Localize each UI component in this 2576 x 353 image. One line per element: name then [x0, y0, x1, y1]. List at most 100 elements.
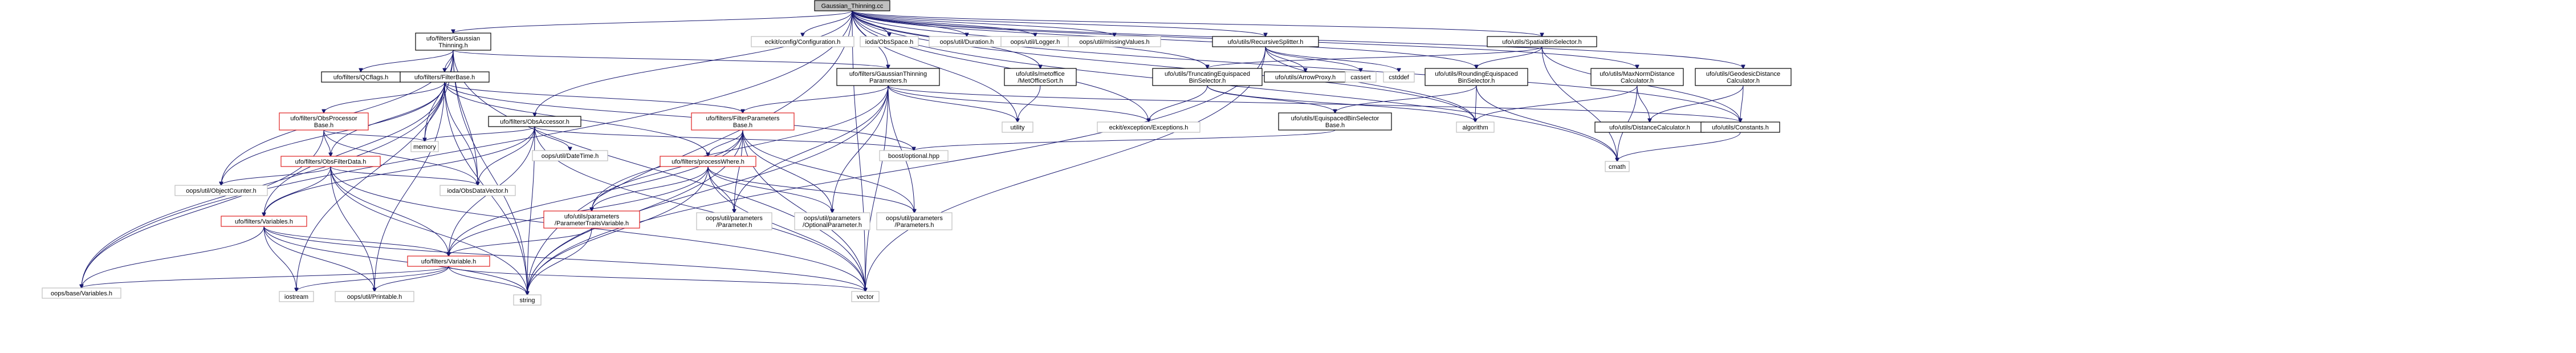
edge-geodesic-to-distcalc [1650, 85, 1744, 122]
node-box [1487, 36, 1597, 47]
edge-constants-to-cmath [1617, 132, 1741, 161]
node-constants[interactable]: ufo/utils/Constants.h [1700, 121, 1780, 133]
edge-rounding-to-cmath [1476, 85, 1617, 161]
node-distcalc[interactable]: ufo/utils/DistanceCalculator.h [1594, 121, 1705, 133]
edge-variable-to-string [448, 266, 527, 295]
node-basevars: oops/base/Variables.h [42, 287, 121, 299]
node-traitvar[interactable]: ufo/utils/parameters/ParameterTraitsVari… [543, 210, 640, 229]
node-label: oops/util/parameters [886, 215, 943, 222]
node-label: ufo/filters/Gaussian [426, 35, 480, 42]
edge-procbase-to-memory [323, 129, 425, 141]
node-rounding[interactable]: ufo/utils/RoundingEquispacedBinSelector.… [1425, 68, 1528, 86]
node-metoffice[interactable]: ufo/utils/metoffice/MetOfficeSort.h [1004, 68, 1077, 86]
node-label: oops/util/DateTime.h [542, 153, 599, 160]
node-box [1605, 161, 1630, 172]
edge-fbase-to-printable [375, 82, 445, 291]
edge-geodesic-to-constants [1740, 85, 1744, 122]
node-cmath: cmath [1605, 161, 1630, 172]
node-box [696, 212, 772, 230]
edge-gtparams-to-paramsh [888, 85, 914, 213]
node-label: /OptionalParameter.h [803, 222, 862, 229]
node-label: Base.h [314, 122, 333, 129]
node-box [1152, 68, 1263, 86]
node-label: string [520, 297, 535, 304]
edge-root-to-cmath [852, 10, 1617, 161]
edge-fbase-to-fparams [444, 82, 743, 113]
node-fbase[interactable]: ufo/filters/FilterBase.h [400, 71, 490, 83]
edge-trunc-to-eckitexc [1149, 85, 1208, 122]
node-eckit-conf: eckit/config/Configuration.h [751, 36, 854, 47]
node-label: algorithm [1462, 124, 1488, 131]
node-algorithm: algorithm [1456, 121, 1495, 133]
node-gth[interactable]: ufo/filters/GaussianThinning.h [415, 33, 491, 51]
node-vector: vector [851, 291, 880, 302]
edge-fparams-to-optparam [742, 129, 832, 213]
node-label: ufo/filters/ObsFilterData.h [295, 159, 367, 165]
edge-fbase-to-variables [264, 82, 445, 216]
edge-procbase-to-basevars [82, 129, 324, 288]
edge-filterdata-to-printable [330, 166, 375, 291]
node-procwhere[interactable]: ufo/filters/processWhere.h [660, 156, 756, 167]
node-arrowproxy[interactable]: ufo/utils/ArrowProxy.h [1264, 71, 1347, 83]
edge-procbase-to-filterdata [323, 129, 331, 156]
edge-trunc-to-algorithm [1207, 85, 1475, 122]
node-label: eckit/exception/Exceptions.h [1109, 124, 1189, 131]
edge-obsacc-to-iodavec [478, 126, 535, 185]
node-label: oops/util/Printable.h [347, 294, 402, 301]
node-box [1700, 121, 1780, 133]
edge-fbase-to-boostopt [444, 82, 914, 151]
edge-rec-to-string [527, 46, 1266, 295]
node-box [513, 294, 542, 306]
node-label: Gaussian_Thinning.cc [821, 3, 884, 10]
node-cassert: cassert [1345, 71, 1377, 83]
node-filterdata[interactable]: ufo/filters/ObsFilterData.h [280, 156, 381, 167]
edge-rec-to-arrowproxy [1265, 46, 1305, 72]
node-label: ufo/utils/MaxNormDistance [1600, 71, 1674, 78]
edge-gth-to-vector [453, 50, 865, 291]
node-box [836, 68, 940, 86]
node-memory: memory [410, 141, 439, 152]
node-box [1695, 68, 1792, 86]
node-obsacc[interactable]: ufo/filters/ObsAccessor.h [488, 116, 581, 127]
node-box [488, 116, 581, 127]
edge-gtparams-to-fparams [743, 85, 889, 113]
node-box [1278, 112, 1392, 131]
edge-procbase-to-iodavec [323, 129, 478, 185]
node-label: ufo/utils/parameters [564, 213, 620, 220]
node-box [794, 212, 870, 230]
edge-fparams-to-paramsh [742, 129, 914, 213]
edge-fparams-to-variable [449, 129, 743, 256]
edge-spatial-to-rounding [1476, 46, 1543, 68]
node-label: cmath [1609, 164, 1626, 171]
node-variables[interactable]: ufo/filters/Variables.h [221, 216, 307, 227]
node-box [439, 185, 516, 196]
node-label: iostream [284, 294, 308, 301]
node-qcflags[interactable]: ufo/filters/QCflags.h [321, 71, 401, 83]
node-label: oops/util/missingValues.h [1079, 39, 1149, 46]
edge-obsacc-to-variables [264, 126, 535, 216]
edge-metoffice-to-utility [1018, 85, 1041, 122]
node-spatial[interactable]: ufo/utils/SpatialBinSelector.h [1487, 36, 1597, 47]
edge-equibase-to-boostopt [914, 129, 1336, 151]
edge-root-to-missing [852, 10, 1114, 36]
edge-rec-to-vector [865, 46, 1266, 291]
edge-procwhere-to-paramsh [707, 166, 914, 213]
node-ioda-space: ioda/ObsSpace.h [860, 36, 919, 47]
node-box [42, 287, 121, 299]
node-trunc[interactable]: ufo/utils/TruncatingEquispacedBinSelecto… [1152, 68, 1263, 86]
node-variable[interactable]: ufo/filters/Variable.h [407, 255, 490, 267]
node-rec[interactable]: ufo/utils/RecursiveSplitter.h [1212, 36, 1319, 47]
edge-gtparams-to-constants [888, 85, 1740, 122]
node-label: ioda/ObsDataVector.h [447, 188, 508, 194]
node-label: utility [1010, 124, 1025, 131]
node-label: ufo/filters/Variables.h [235, 218, 293, 225]
edge-traitvar-to-variable [449, 228, 592, 256]
edge-root-to-rounding [852, 10, 1476, 68]
